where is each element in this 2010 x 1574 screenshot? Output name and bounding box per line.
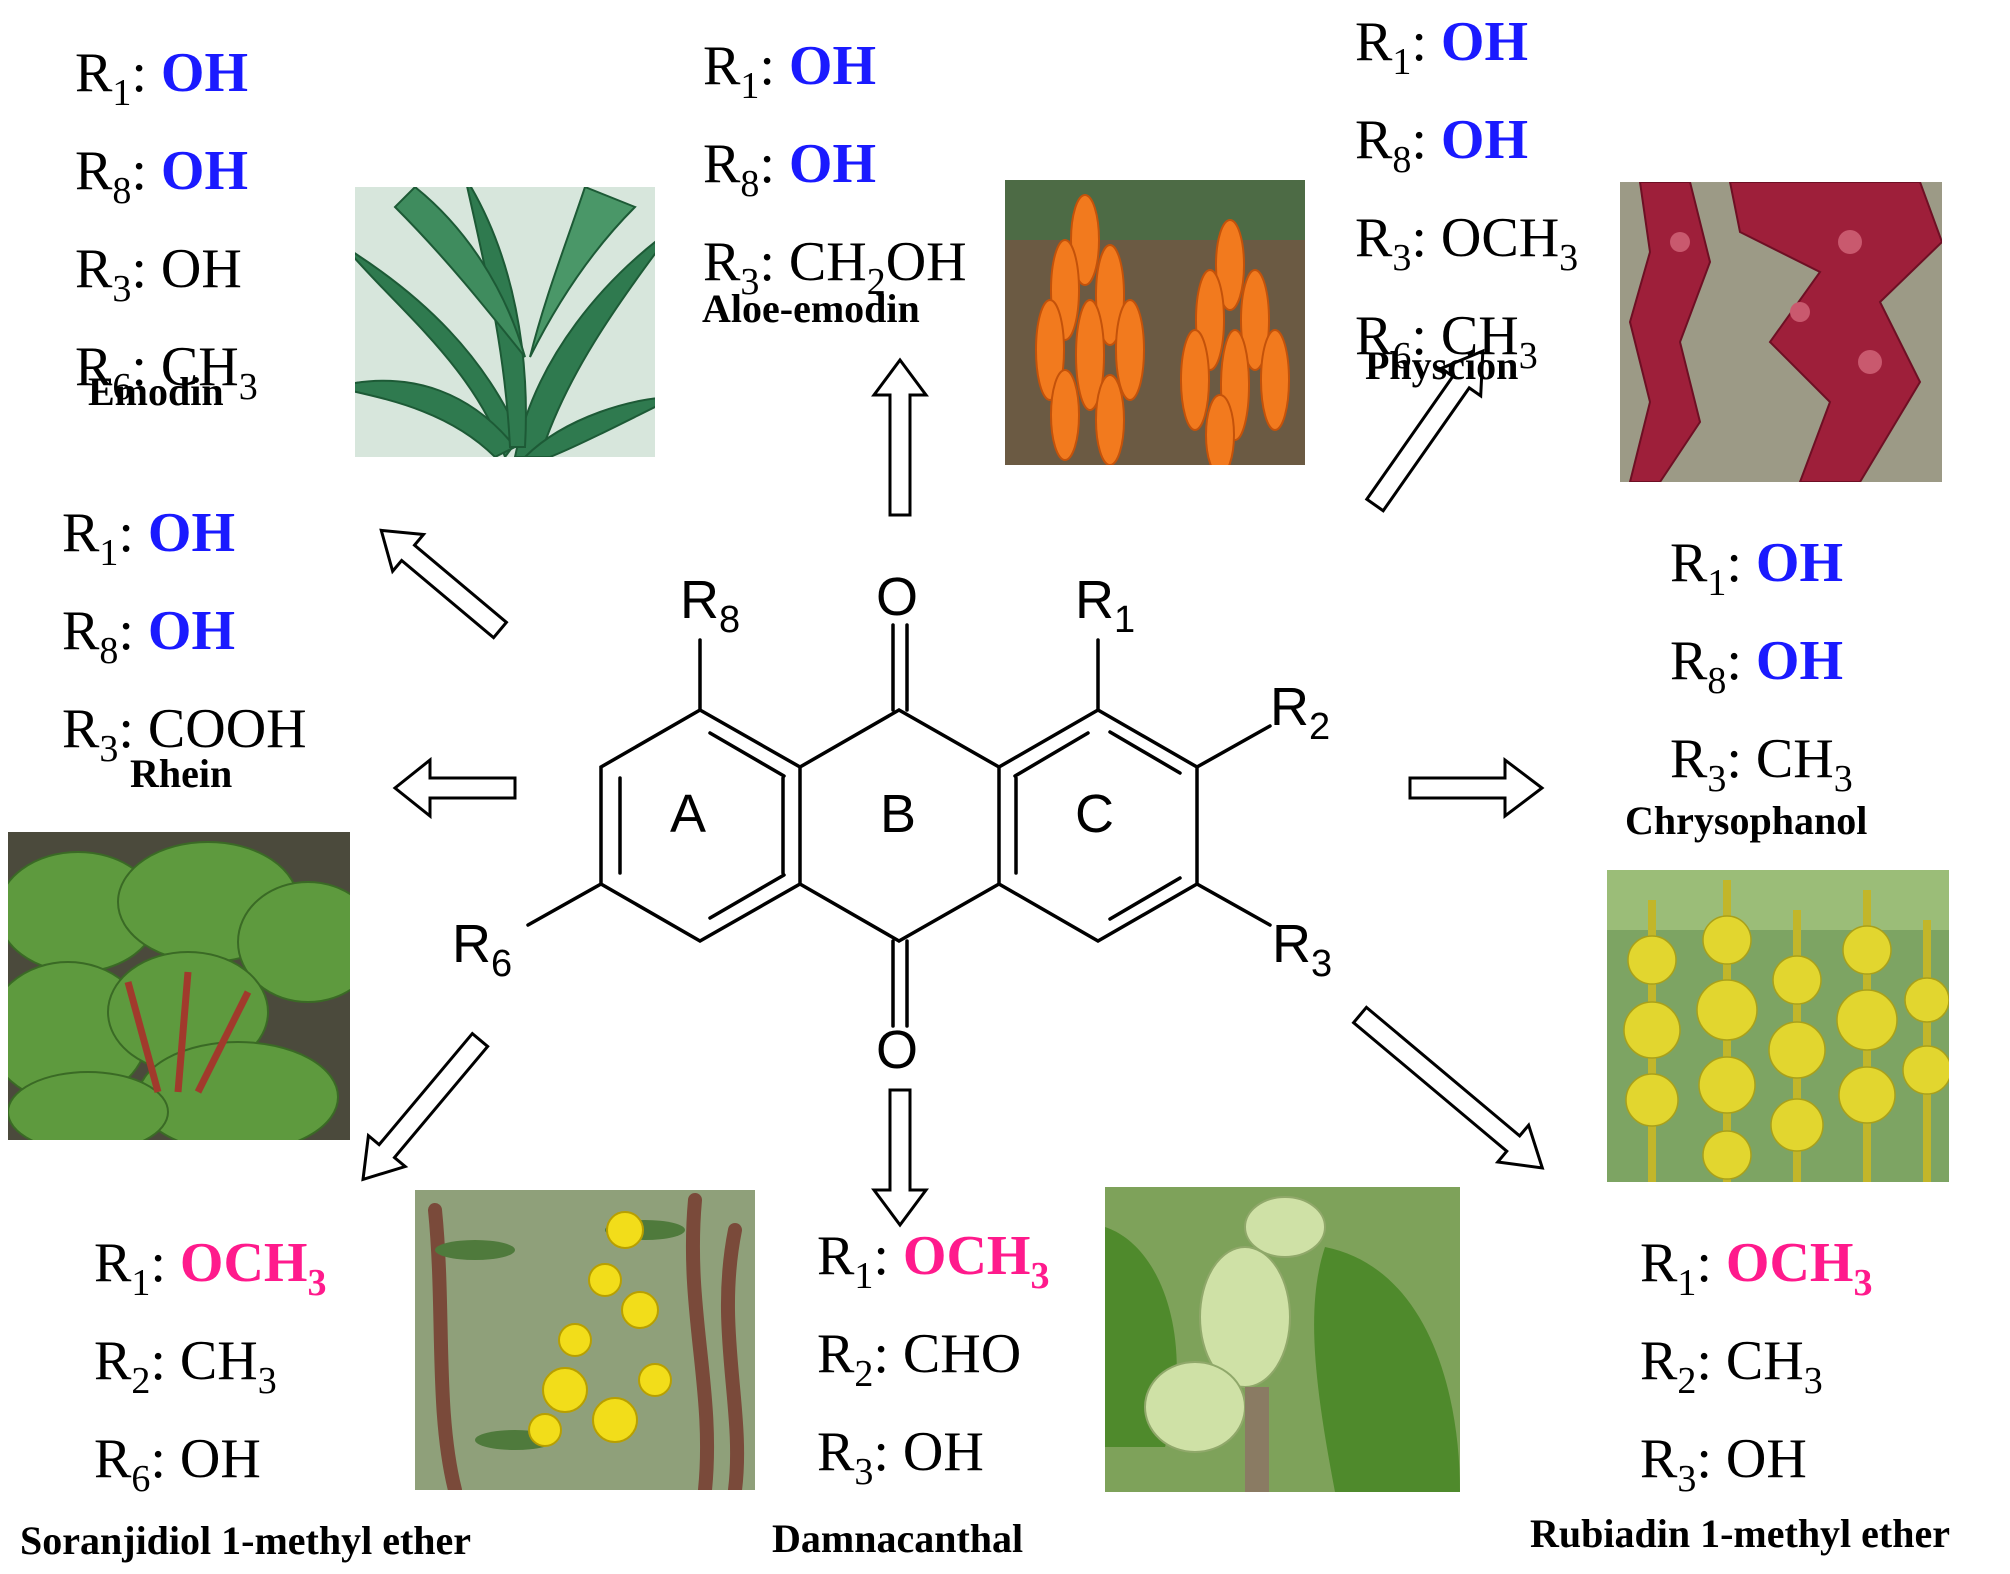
substituent-value: OH	[1755, 630, 1844, 692]
r3-label: R3	[1272, 914, 1332, 985]
substituent-line: R1: OCH3	[94, 1232, 327, 1304]
substituent-value: OCH3	[179, 1232, 327, 1304]
substituent-value: OH	[179, 1428, 261, 1490]
aloe-emodin-substituents: R1: OH R8: OH R3: CH2OH	[703, 27, 967, 321]
ring-label-a: A	[670, 784, 706, 844]
substituent-value: OH	[160, 42, 249, 104]
ring-label-b: B	[880, 784, 916, 844]
substituent-value: COOH	[147, 698, 307, 760]
emodin-substituents: R1: OH R8: OH R3: OH R6: CH3	[75, 34, 258, 426]
r6-label: R6	[452, 914, 512, 985]
substituent-value: OCH3	[1725, 1232, 1873, 1304]
substituent-value: OH	[147, 502, 236, 564]
substituent-value: OH	[1725, 1428, 1807, 1490]
substituent-value: OH	[160, 140, 249, 202]
substituent-value: OH	[147, 600, 236, 662]
arrow-to-damnacanthal	[871, 1088, 929, 1228]
compound-name-aloe-emodin: Aloe-emodin	[702, 286, 920, 331]
compound-name-emodin: Emodin	[88, 369, 224, 414]
ring-label-c: C	[1075, 784, 1114, 844]
substituent-line: R1: OH	[75, 42, 249, 114]
arrow-to-rubiadin	[1351, 1005, 1545, 1170]
substituent-line: R1: OCH3	[817, 1225, 1050, 1297]
substituent-line: R3: OH	[75, 238, 242, 310]
substituent-value: CH2OH	[788, 231, 967, 303]
substituent-value: CH3	[1725, 1330, 1823, 1402]
noni-photo	[1105, 1187, 1460, 1492]
compound-name-physcion: Physcion	[1365, 343, 1519, 388]
aloe-leaves-photo	[355, 187, 655, 457]
compound-name-chrysophanol: Chrysophanol	[1625, 798, 1868, 843]
substituent-value: OH	[160, 238, 242, 300]
oxygen-top-label: O	[876, 567, 918, 627]
arrow-to-chrysophanol	[1408, 756, 1545, 820]
arrows	[361, 348, 1545, 1228]
substituent-line: R3: CH2OH	[703, 231, 967, 303]
substituent-value: OH	[902, 1421, 984, 1483]
substituent-line: R3: OH	[817, 1421, 984, 1493]
compound-name-rhein: Rhein	[130, 751, 233, 796]
arrow-to-physcion	[1364, 348, 1485, 513]
substituent-value: OCH3	[902, 1225, 1050, 1297]
arrow-to-rhein	[392, 756, 517, 820]
substituent-line: R1: OH	[1670, 532, 1844, 604]
substituent-value: OH	[1440, 11, 1529, 73]
substituent-line: R6: CH3	[1355, 305, 1538, 377]
substituent-line: R8: OH	[1670, 630, 1844, 702]
substituent-line: R6: CH3	[75, 336, 258, 408]
r1-label: R1	[1075, 570, 1135, 641]
rhein-substituents: R1: OH R8: OH R3: COOH	[62, 494, 307, 788]
rumex-photo	[1620, 182, 1942, 482]
substituent-value: CH3	[179, 1330, 277, 1402]
substituent-value: OH	[1440, 109, 1529, 171]
substituent-line: R6: OH	[94, 1428, 261, 1500]
substituent-line: R1: OH	[1355, 11, 1529, 83]
substituent-line: R3: OH	[1640, 1428, 1807, 1500]
substituent-value: OH	[788, 133, 877, 195]
substituent-line: R3: COOH	[62, 698, 307, 770]
substituent-line: R3: OCH3	[1355, 207, 1579, 279]
compound-name-damnacanthal: Damnacanthal	[772, 1516, 1024, 1561]
asphodeline-photo	[1607, 870, 1949, 1182]
senna-photo	[415, 1190, 755, 1490]
chrysophanol-substituents: R1: OH R8: OH R3: CH3	[1670, 524, 1853, 818]
substituent-value: CH3	[160, 336, 258, 408]
substituent-line: R3: CH3	[1670, 728, 1853, 800]
arrow-to-soranjidiol	[361, 1031, 490, 1182]
substituent-line: R8: OH	[703, 133, 877, 205]
compound-name-soranjidiol-1-methyl-ether: Soranjidiol 1-methyl ether	[20, 1518, 472, 1563]
r2-label: R2	[1270, 677, 1330, 748]
substituent-line: R1: OH	[62, 502, 236, 574]
substituent-line: R8: OH	[62, 600, 236, 672]
substituent-line: R2: CH3	[1640, 1330, 1823, 1402]
substituent-line: R8: OH	[75, 140, 249, 212]
substituent-value: OCH3	[1440, 207, 1579, 279]
substituent-value: OH	[1755, 532, 1844, 594]
compound-name-rubiadin-1-methyl-ether: Rubiadin 1-methyl ether	[1530, 1511, 1950, 1556]
rhubarb-photo	[8, 832, 350, 1140]
arrow-to-emodin	[379, 528, 509, 640]
substituent-value: OH	[788, 35, 877, 97]
aloe-flower-photo	[1005, 180, 1305, 465]
substituent-line: R8: OH	[1355, 109, 1529, 181]
substituent-line: R1: OCH3	[1640, 1232, 1873, 1304]
substituent-value: CHO	[902, 1323, 1022, 1385]
r8-label: R8	[680, 570, 740, 641]
substituent-line: R2: CHO	[817, 1323, 1022, 1395]
substituent-line: R1: OH	[703, 35, 877, 107]
arrow-to-aloe-emodin	[871, 357, 929, 517]
oxygen-bottom-label: O	[876, 1020, 918, 1080]
substituent-value: CH3	[1755, 728, 1853, 800]
substituent-value: CH3	[1440, 305, 1538, 377]
substituent-line: R2: CH3	[94, 1330, 277, 1402]
